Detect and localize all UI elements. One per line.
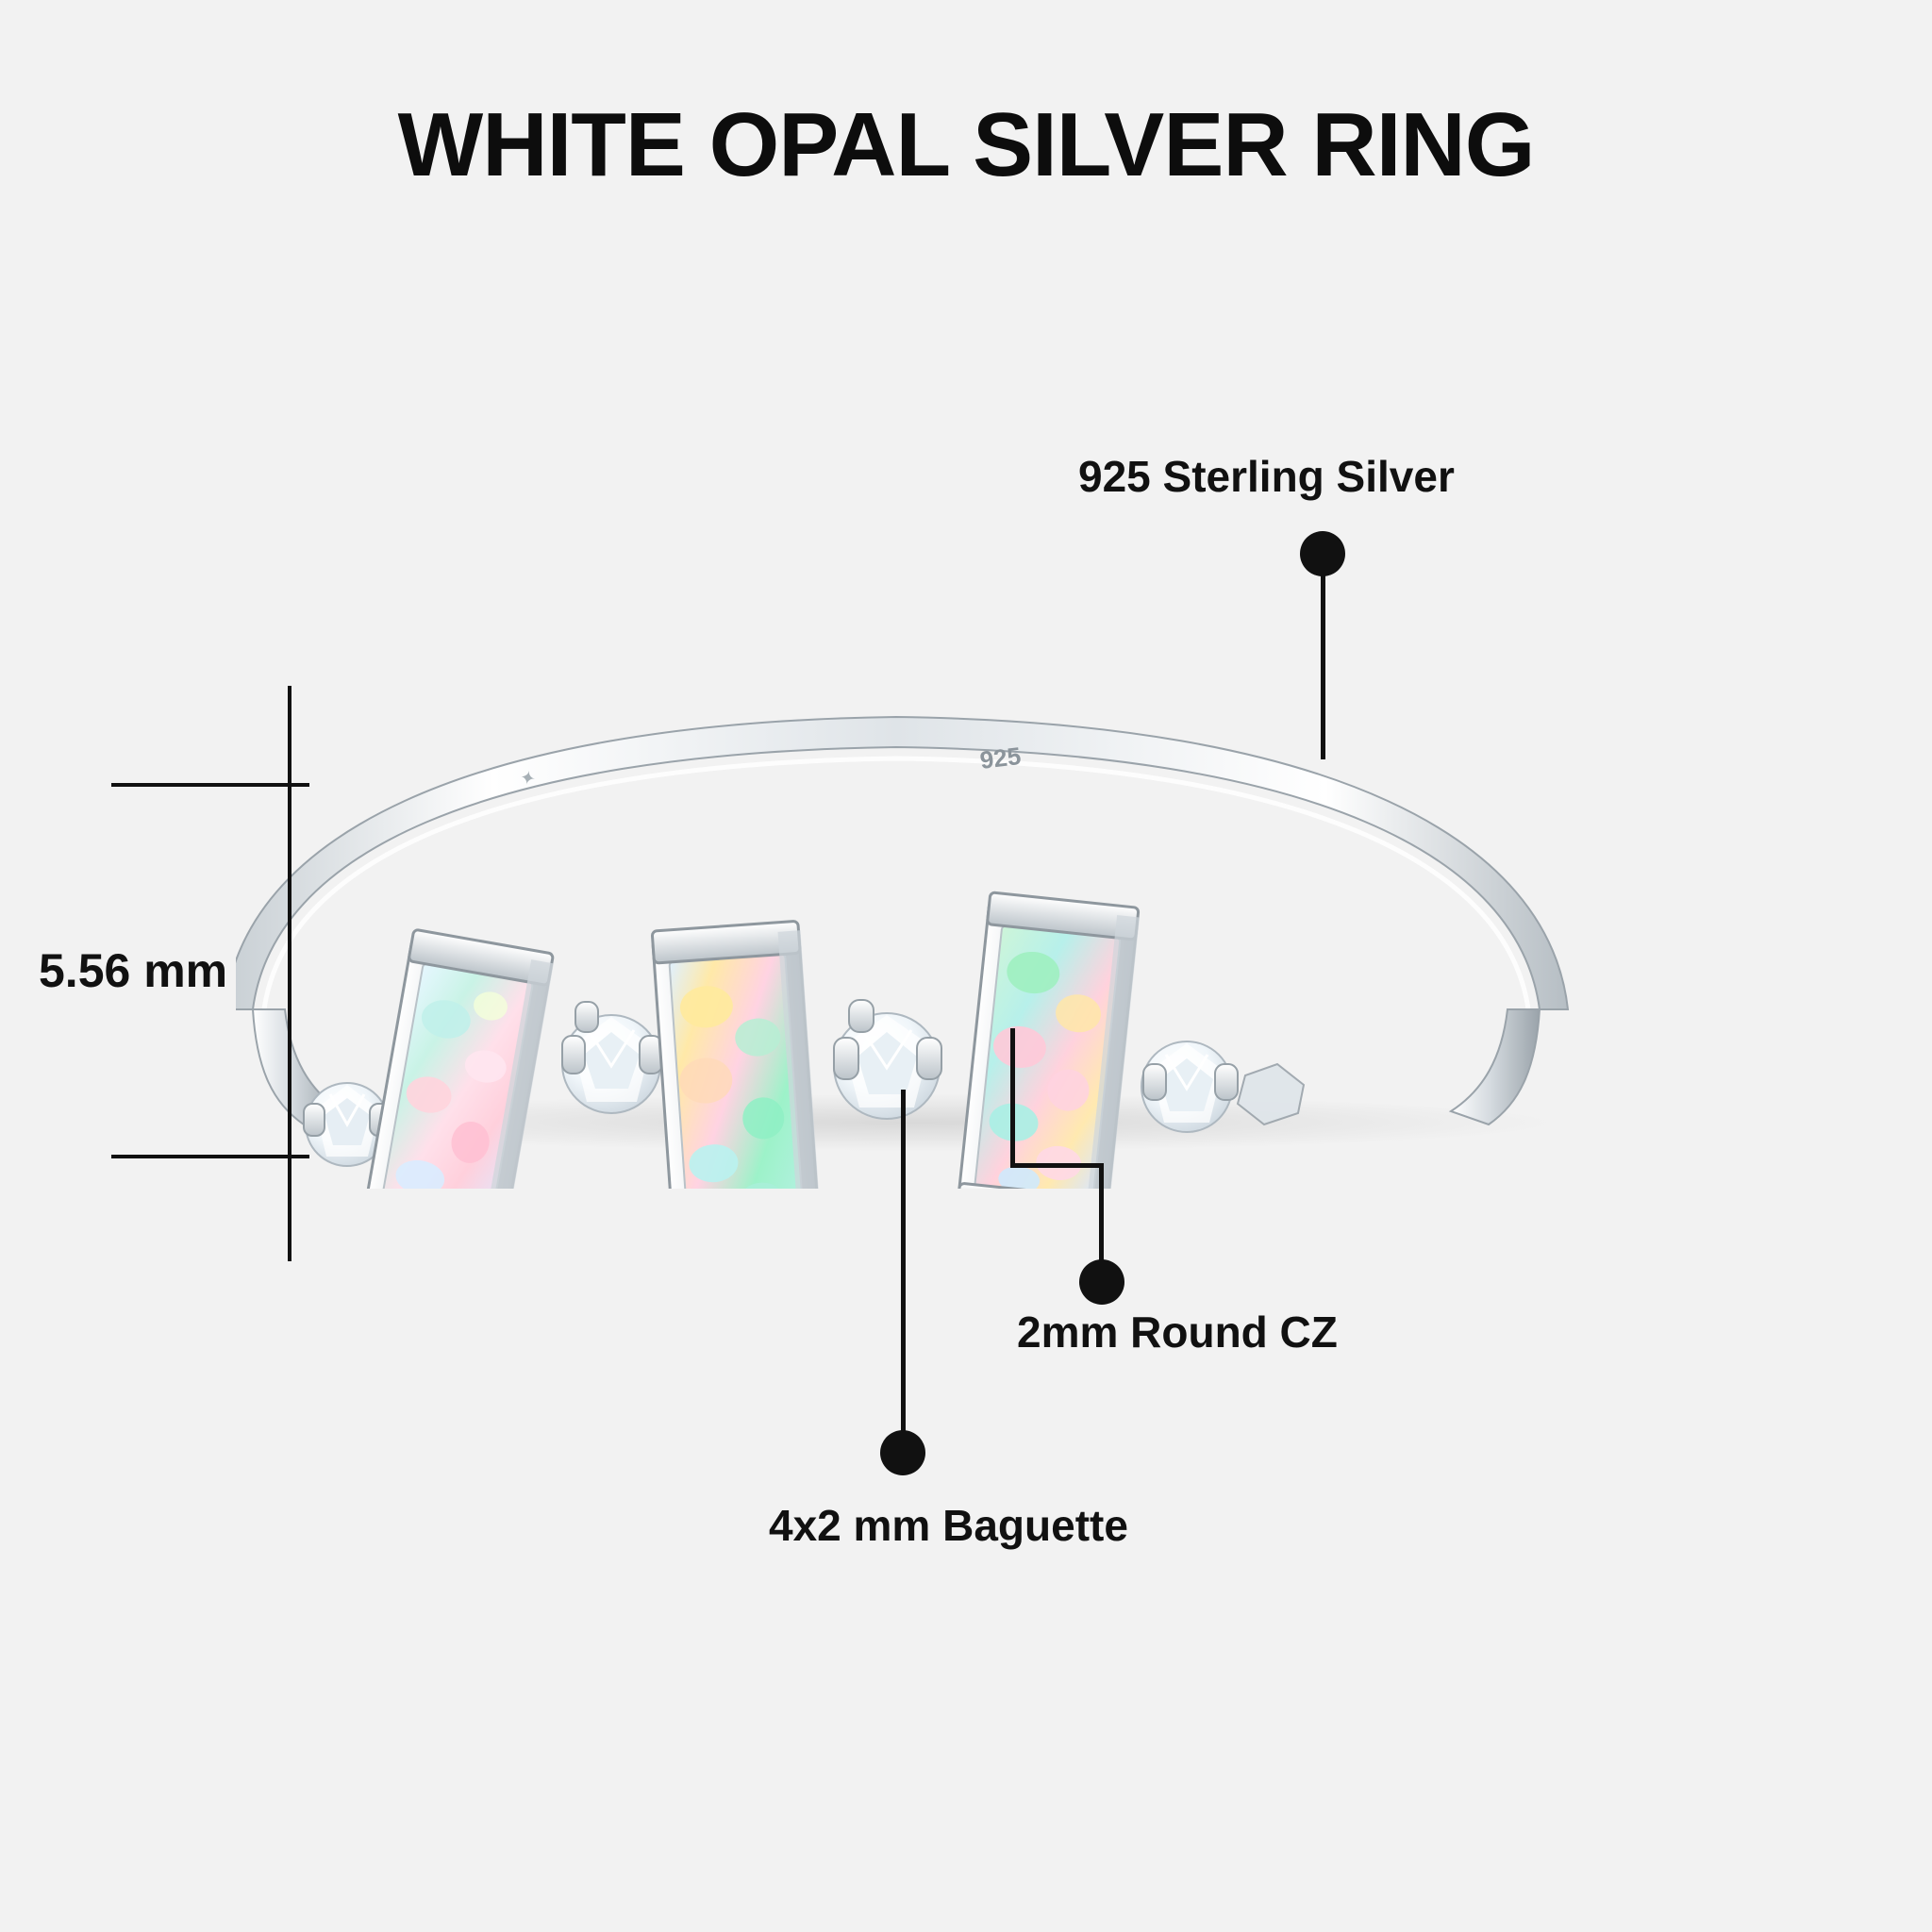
ring-band xyxy=(236,715,1570,1010)
callout-dot-icon-baguette xyxy=(880,1430,925,1475)
round-cz-stone-right xyxy=(1141,1041,1239,1133)
dimension-tick-bottom xyxy=(111,1155,309,1158)
round-cz-stone-2 xyxy=(561,1001,663,1114)
callout-label-round-cz: 2mm Round CZ xyxy=(1017,1307,1338,1357)
dimension-vertical-guide xyxy=(288,686,291,1261)
callout-label-sterling-silver: 925 Sterling Silver xyxy=(1078,452,1455,501)
callout-leader-sterling-silver xyxy=(1321,557,1325,759)
page-title: WHITE OPAL SILVER RING xyxy=(397,94,1536,195)
callout-label-baguette: 4x2 mm Baguette xyxy=(769,1501,1128,1550)
ring-shank-right xyxy=(1448,1008,1541,1126)
round-cz-stone-center xyxy=(833,999,942,1120)
dimension-tick-top xyxy=(111,783,309,787)
opal-baguette-stone-left xyxy=(358,928,555,1189)
dimension-height-label: 5.56 mm xyxy=(39,944,228,997)
callout-leader-round-cz-horizontal xyxy=(1010,1163,1104,1168)
callout-dot-icon-round-cz xyxy=(1079,1259,1124,1305)
callout-leader-baguette xyxy=(901,1090,906,1453)
svg-text:✦: ✦ xyxy=(518,767,537,791)
callout-leader-round-cz-riser xyxy=(1010,1028,1015,1166)
ring-accent-right xyxy=(1236,1062,1306,1126)
ring-illustration: 925 ✦ xyxy=(236,698,1585,1189)
metal-stamp-925: 925 xyxy=(978,741,1023,774)
callout-dot-icon-sterling-silver xyxy=(1300,531,1345,576)
opal-baguette-stone-right xyxy=(956,891,1141,1189)
opal-baguette-stone-center xyxy=(650,920,824,1189)
callout-leader-round-cz-vertical xyxy=(1099,1165,1104,1283)
